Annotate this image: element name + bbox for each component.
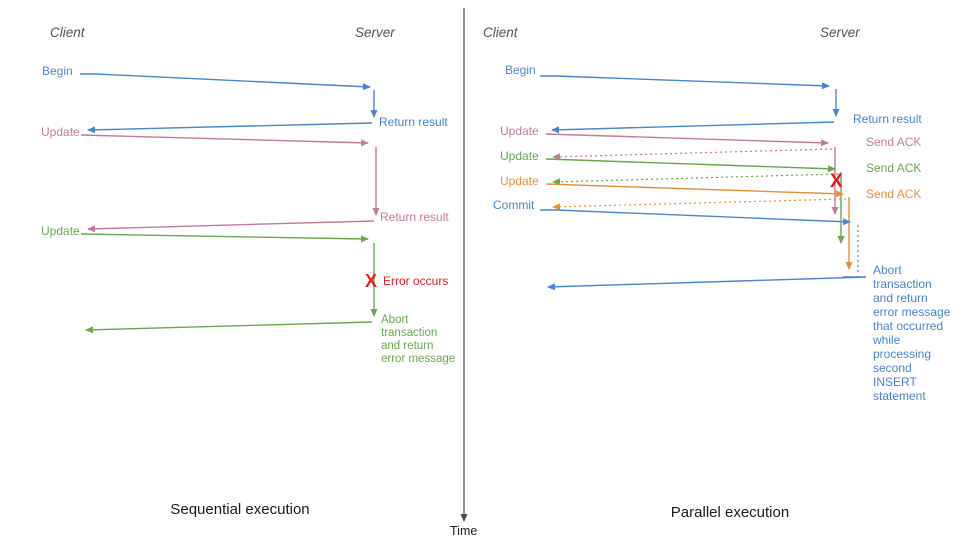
right-commit-request-arrow [540, 209, 851, 226]
time-axis-label: Time [450, 524, 478, 538]
right-error-x-mark: X [830, 171, 843, 192]
right-send-ack-1-label: Send ACK [866, 135, 922, 149]
right-begin-request-arrow [540, 75, 830, 90]
right-commit-label: Commit [493, 198, 535, 212]
left-abort-note: Abort transaction and return error messa… [381, 314, 456, 365]
left-diagram-caption: Sequential execution [170, 501, 310, 518]
left-update-1-label: Update [41, 125, 80, 139]
left-update-2-label: Update [41, 224, 80, 238]
right-send-ack-3-label: Send ACK [866, 187, 922, 201]
right-client-header: Client [483, 25, 518, 40]
left-update-2-request-arrow [80, 233, 369, 243]
left-server-header: Server [355, 25, 395, 40]
left-return-result-2-label: Return result [380, 210, 449, 224]
left-update-1-request-arrow [80, 134, 369, 147]
left-return-result-1-label: Return result [379, 115, 448, 129]
right-abort-note: Abort transaction and return error messa… [873, 263, 951, 403]
right-update-1-request-arrow [545, 133, 829, 147]
right-begin-label: Begin [505, 63, 536, 77]
right-server-header: Server [820, 25, 860, 40]
right-update-2-request-arrow [545, 158, 836, 173]
right-update-1-label: Update [500, 124, 539, 138]
left-return-result-1-arrow [87, 122, 373, 134]
right-send-ack-2-arrow [552, 173, 839, 186]
left-begin-label: Begin [42, 64, 73, 78]
right-send-ack-2-label: Send ACK [866, 161, 922, 175]
right-return-result-label: Return result [853, 112, 922, 126]
right-abort-response-arrow [547, 276, 867, 291]
left-client-header: Client [50, 25, 85, 40]
right-update-3-label: Update [500, 174, 539, 188]
left-error-x-mark: X [365, 271, 378, 291]
right-update-2-label: Update [500, 149, 539, 163]
left-abort-response-arrow [85, 321, 373, 334]
right-diagram-caption: Parallel execution [670, 504, 790, 521]
right-send-ack-1-arrow [552, 148, 833, 161]
right-return-result-arrow [551, 121, 835, 134]
left-error-label: Error occurs [383, 274, 449, 288]
right-send-ack-3-arrow [552, 198, 847, 211]
right-update-3-request-arrow [545, 183, 844, 198]
left-begin-request-arrow [80, 73, 371, 91]
left-return-result-2-arrow [87, 220, 375, 233]
